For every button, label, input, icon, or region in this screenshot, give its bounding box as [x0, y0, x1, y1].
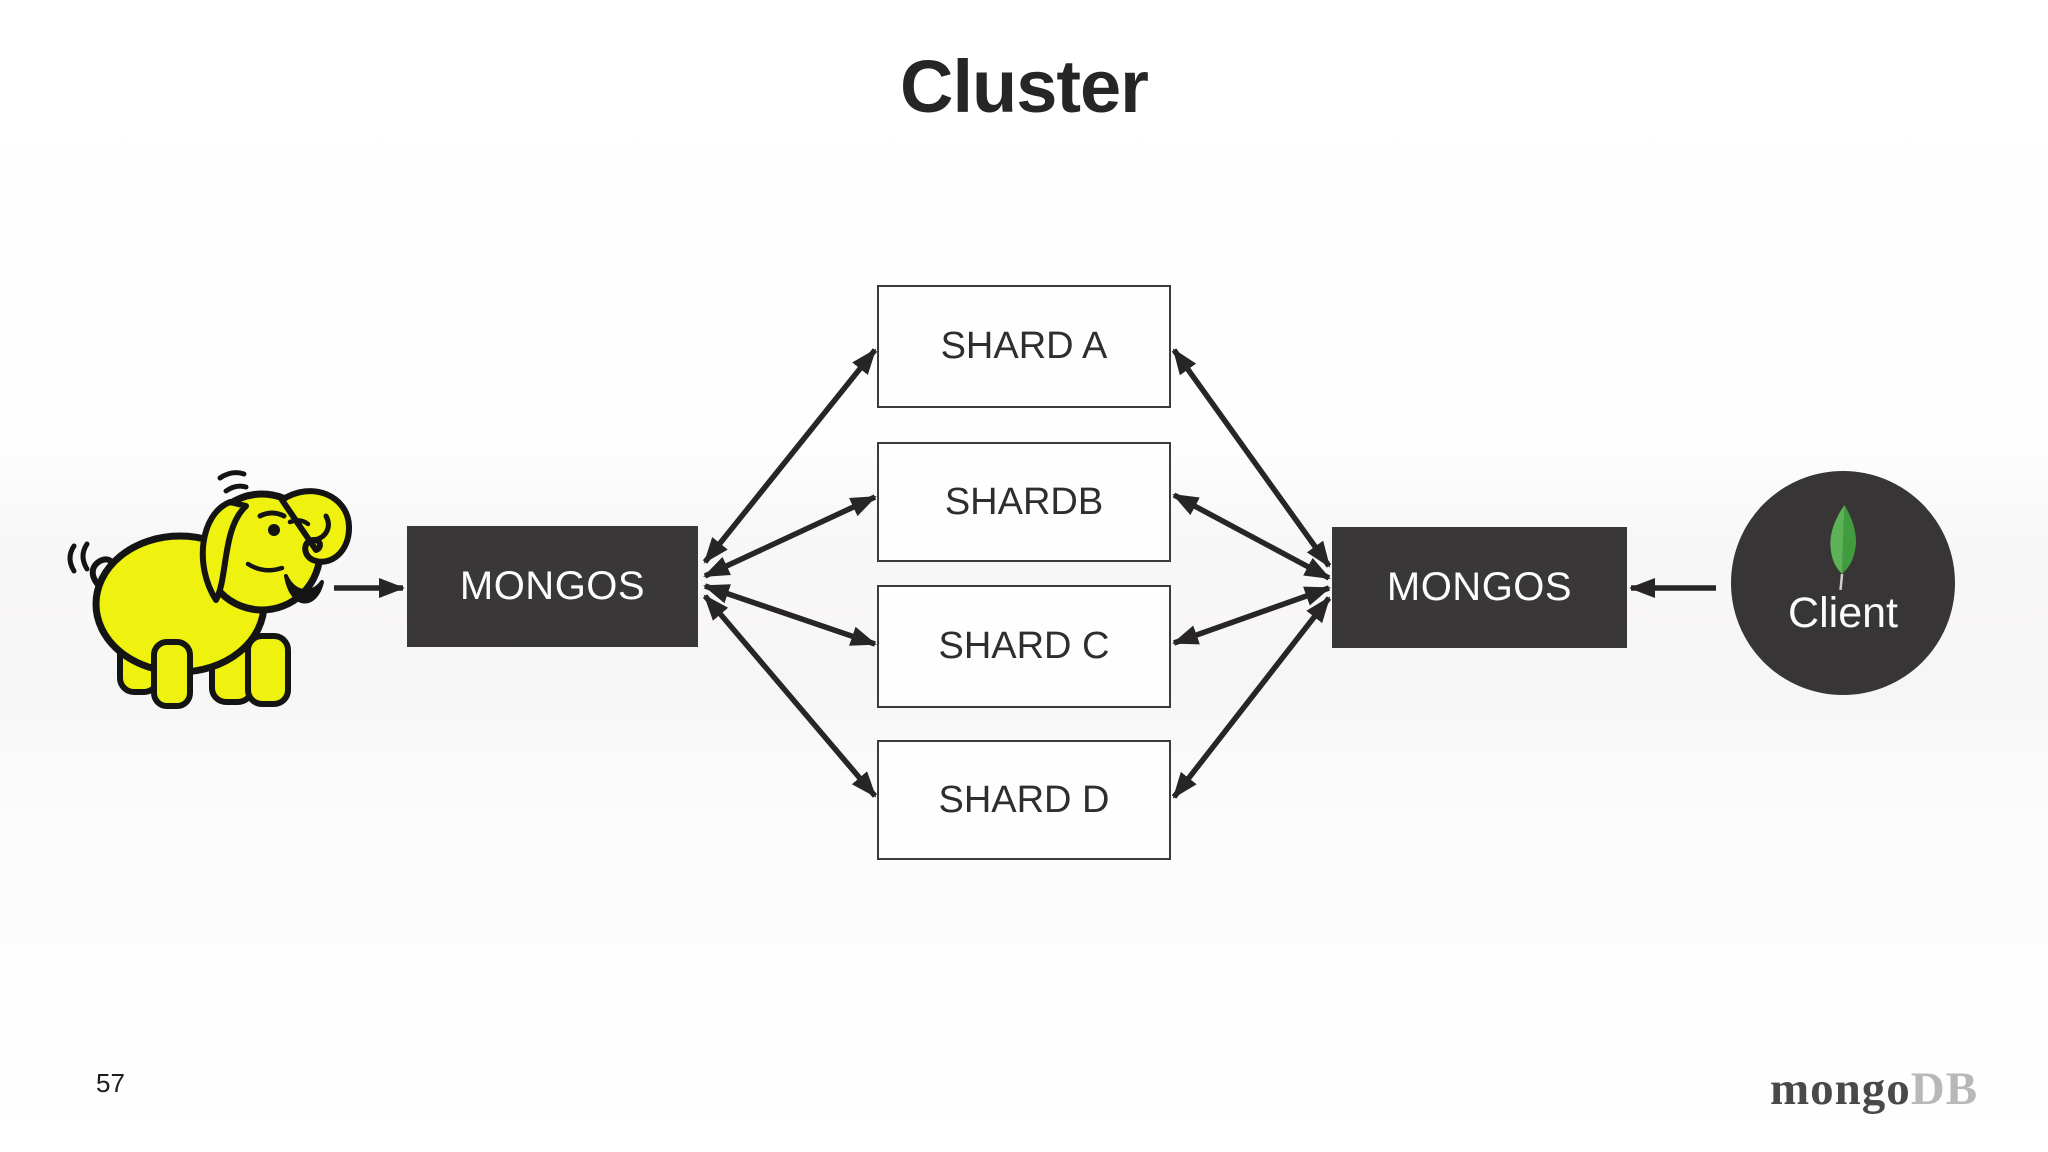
node-mongos-right: MONGOS	[1332, 527, 1627, 648]
mongos-right-label: MONGOS	[1386, 565, 1573, 609]
node-mongos-left: MONGOS	[407, 526, 698, 647]
shard-b-label: SHARDB	[944, 480, 1104, 523]
shard-a-label: SHARD A	[940, 325, 1108, 367]
mongodb-leaf-icon	[1822, 501, 1864, 591]
node-shard-b: SHARDB	[877, 442, 1171, 562]
page-number: 57	[96, 1068, 125, 1098]
shard-c-label: SHARD C	[938, 625, 1110, 667]
arrow-mongos-left-shard-d	[702, 594, 878, 798]
shard-d-label: SHARD D	[938, 778, 1110, 821]
mongos-left-label: MONGOS	[459, 564, 646, 608]
arrow-mongos-left-shard-c	[703, 583, 877, 647]
arrow-mongos-right-shard-c	[1172, 585, 1331, 646]
node-shard-a: SHARD A	[877, 285, 1171, 408]
arrow-mongos-left-shard-a	[702, 348, 878, 564]
arrow-mongos-right-shard-a	[1171, 348, 1332, 568]
mongodb-logo-mongo: mongo	[1770, 1063, 1911, 1115]
node-shard-d: SHARD D	[877, 740, 1171, 860]
arrow-mongos-right-shard-d	[1171, 596, 1332, 799]
arrow-mongos-right-shard-b	[1172, 492, 1331, 581]
arrow-mongos-left-shard-b	[703, 494, 877, 579]
client-label: Client	[1788, 589, 1898, 637]
node-client: Client	[1731, 471, 1955, 695]
node-shard-c: SHARD C	[877, 585, 1171, 708]
hadoop-elephant-icon	[62, 466, 354, 719]
mongodb-logo-db: DB	[1910, 1063, 1979, 1115]
page-title: Cluster	[900, 45, 1149, 128]
mongodb-logo: mongoDB	[1770, 1062, 1978, 1116]
